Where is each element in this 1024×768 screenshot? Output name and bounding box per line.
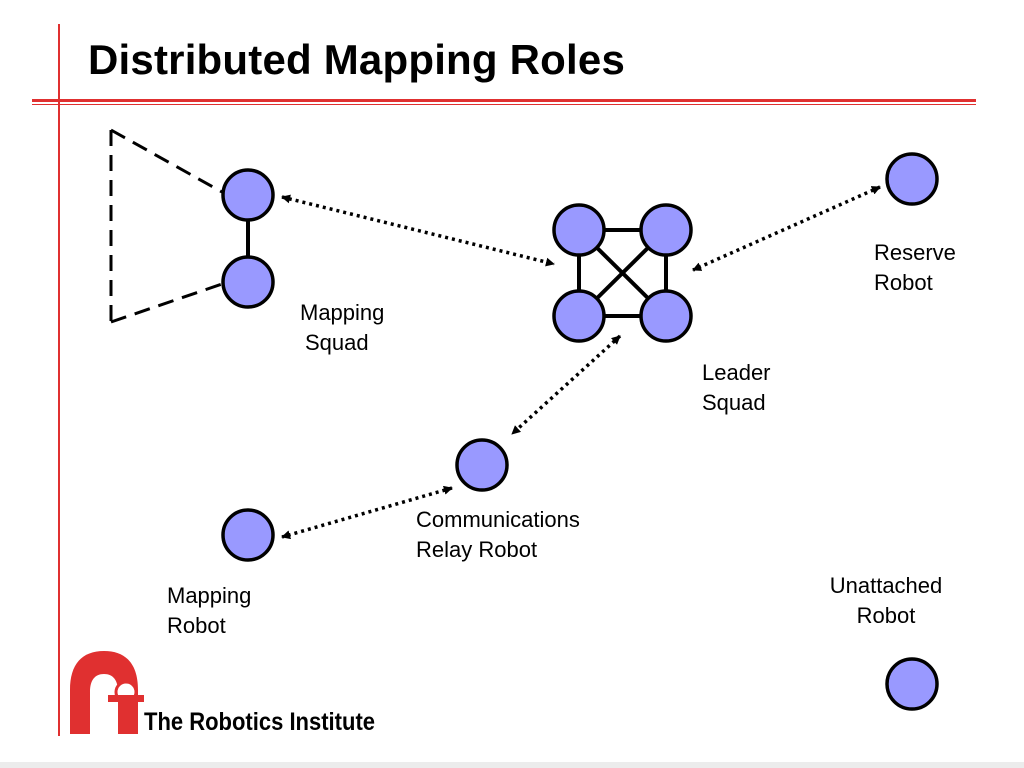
institute-name: The Robotics Institute [144,708,375,736]
mapping-squad-robot-2 [221,255,275,309]
unattached-robot [885,657,939,711]
mapping-robot-label: Mapping Robot [167,583,252,638]
link-mapping-squad-to-leader [281,194,555,267]
link-leader-to-relay [510,334,622,436]
link-reserve-to-leader [692,185,881,272]
vertical-rule [58,24,60,736]
reserve-robot [885,152,939,206]
leader-squad-label: Leader Squad [702,360,771,415]
fov-edge-top [110,128,223,194]
reserve-robot-label: Reserve Robot [874,240,956,295]
communications-relay-robot [455,438,509,492]
leader-robot-1 [552,203,606,257]
link-relay-to-mapping-robot [281,485,453,540]
fov-edge-bottom [110,282,223,324]
slide-title: Distributed Mapping Roles [88,36,626,83]
leader-robot-4 [639,289,693,343]
communications-relay-label: Communications Relay Robot [416,507,580,562]
communication-links [281,185,881,540]
mapping-squad-robot-1 [221,168,275,222]
leader-robot-3 [552,289,606,343]
bottom-band [0,762,1024,768]
mapping-robot [221,508,275,562]
leader-robot-2 [639,203,693,257]
title-rule [32,99,976,102]
title-rule-thin [32,104,976,105]
robotics-institute-logo [70,651,144,734]
mapping-squad-label: Mapping Squad [300,300,385,355]
sensor-field-of-view [109,128,223,324]
unattached-robot-label: Unattached Robot [829,573,943,628]
